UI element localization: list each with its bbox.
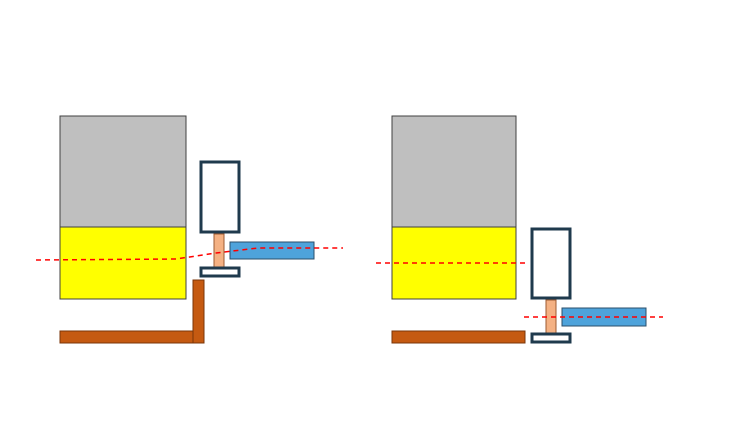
left-base-bar <box>59 330 204 344</box>
right-panel <box>376 115 663 344</box>
right-upper-block <box>391 115 517 228</box>
left-lower-frame <box>199 266 241 278</box>
left-reference-line <box>35 247 343 261</box>
left-shaft <box>213 233 225 269</box>
right-lower-frame <box>530 332 572 344</box>
right-upper-frame <box>530 227 572 300</box>
left-side-cap <box>229 241 315 260</box>
right-base-bar <box>391 330 526 344</box>
left-upper-frame <box>199 160 241 234</box>
left-upper-block <box>59 115 187 228</box>
left-lower-block <box>59 226 187 300</box>
left-vertical-support <box>192 279 205 344</box>
left-panel <box>35 115 343 344</box>
